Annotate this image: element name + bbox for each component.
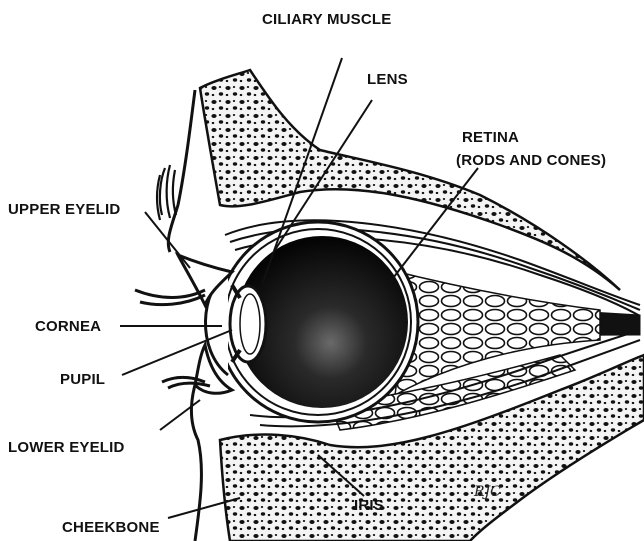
label-iris: IRIS [354, 497, 384, 514]
label-lower-eyelid: LOWER EYELID [8, 439, 125, 456]
label-upper-eyelid: UPPER EYELID [8, 201, 120, 218]
label-pupil: PUPIL [60, 371, 105, 388]
label-retina-line1: RETINA [462, 129, 519, 146]
upper-eyelashes [135, 290, 205, 305]
label-retina-line2: (RODS AND CONES) [456, 152, 606, 169]
label-cornea: CORNEA [35, 318, 101, 335]
label-cheekbone: CHEEKBONE [62, 519, 160, 536]
leader-upper-eyelid [145, 212, 190, 268]
brow-contour [168, 90, 195, 252]
label-ciliary-muscle: CILIARY MUSCLE [262, 11, 391, 28]
cheek-contour [191, 370, 201, 541]
eyebrow [157, 165, 176, 220]
label-lens: LENS [367, 71, 408, 88]
artist-signature: RJC [473, 484, 501, 500]
